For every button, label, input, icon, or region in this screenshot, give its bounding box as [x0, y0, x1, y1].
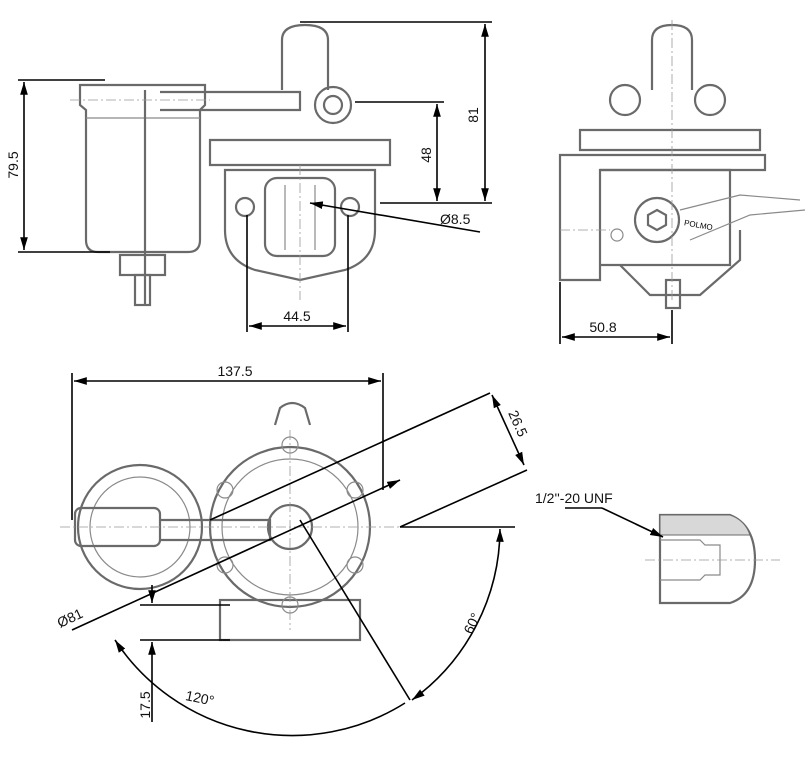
dim-79-5: 79.5	[5, 151, 21, 178]
dim-44-5: 44.5	[283, 308, 310, 324]
front-view	[70, 23, 392, 307]
dim-81: 81	[465, 107, 481, 123]
dim-50-8: 50.8	[589, 319, 616, 335]
dim-angle-120: 120°	[184, 687, 216, 709]
top-view	[60, 401, 400, 642]
front-view-dimensions: 79.5 81 48 Ø8.5 44.5	[5, 21, 492, 332]
dim-angle-60: 60°	[460, 610, 483, 636]
dim-26-5: 26.5	[505, 408, 531, 440]
thread-label: 1/2''-20 UNF	[535, 490, 613, 506]
dim-17-5: 17.5	[137, 691, 153, 718]
dim-137-5: 137.5	[217, 363, 252, 379]
side-view: POLMO	[558, 20, 806, 310]
dim-hole-diameter: Ø8.5	[440, 211, 471, 227]
thread-detail: 1/2''-20 UNF	[535, 490, 780, 605]
side-view-dimensions: 50.8	[559, 282, 673, 344]
top-view-dimensions: 137.5 26.5 Ø81 17.5 120° 60°	[55, 363, 531, 737]
brand-label: POLMO	[683, 218, 713, 232]
dim-48: 48	[418, 147, 434, 163]
